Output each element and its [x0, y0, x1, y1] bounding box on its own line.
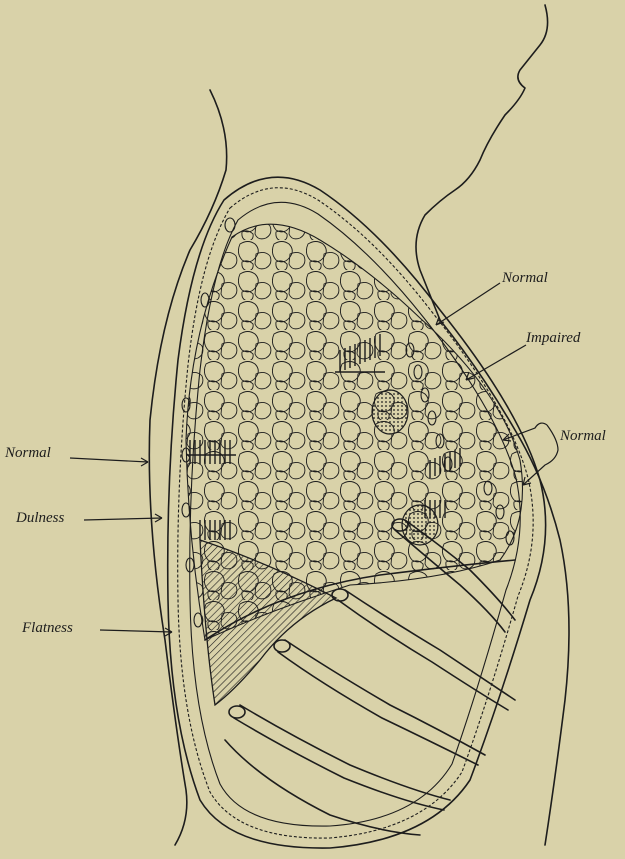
cavity-upper	[372, 390, 408, 434]
label-normal-bracket: Normal	[559, 428, 606, 444]
label-flatness: Flatness	[21, 620, 73, 636]
label-dulness: Dulness	[15, 510, 64, 526]
label-normal-left: Normal	[4, 445, 51, 461]
label-normal-upper: Normal	[501, 270, 548, 286]
label-impaired: Impaired	[525, 330, 581, 346]
